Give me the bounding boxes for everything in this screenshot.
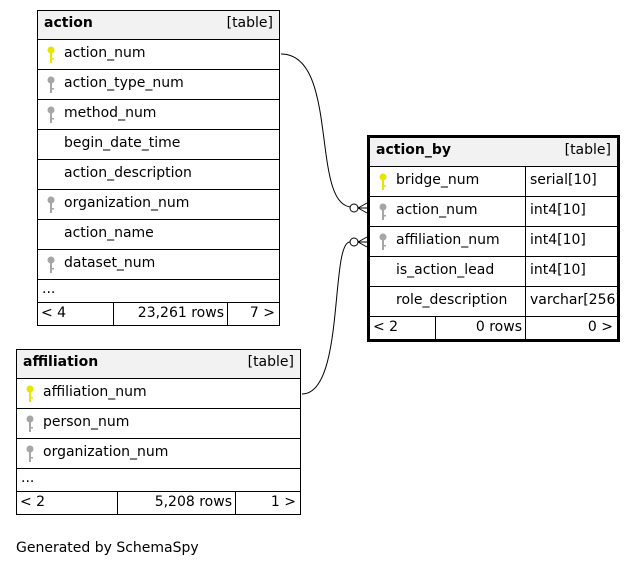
edge-action-to-action-by[interactable]	[280, 53, 353, 208]
row-count: 23,261 rows	[113, 303, 228, 325]
column-type: int4[10]	[530, 202, 586, 218]
table-header: action_by [table]	[370, 138, 617, 167]
column-list: affiliation_num person_num organization_nu…	[17, 379, 300, 469]
foreign-key-icon	[46, 256, 56, 274]
column-row[interactable]: role_description varchar[256]	[370, 287, 621, 317]
foreign-key-icon	[46, 76, 56, 94]
edge-optional-marker	[349, 203, 359, 213]
more-columns: ...	[38, 280, 279, 303]
table-header: action [table]	[38, 11, 279, 40]
column-type: int4[10]	[530, 232, 586, 248]
column-row[interactable]: begin_date_time	[38, 130, 279, 160]
column-row[interactable]: action_num	[38, 40, 279, 70]
column-row[interactable]: bridge_num serial[10]	[370, 167, 617, 197]
column-name: organization_num	[64, 195, 190, 211]
foreign-key-icon	[25, 445, 35, 463]
column-name: action_num	[64, 45, 146, 61]
children-count[interactable]: 1 >	[235, 492, 300, 514]
column-row[interactable]: is_action_lead int4[10]	[370, 257, 617, 287]
children-count[interactable]: 7 >	[227, 303, 279, 325]
column-name: affiliation_num	[43, 384, 147, 400]
edge-optional-marker	[349, 237, 359, 247]
parents-count[interactable]: < 2	[20, 494, 46, 510]
edge-affiliation-to-action-by[interactable]	[301, 241, 351, 395]
column-name: person_num	[43, 414, 130, 430]
column-row[interactable]: person_num	[17, 409, 300, 439]
table-footer: < 4 23,261 rows 7 >	[38, 303, 279, 325]
foreign-key-icon	[25, 415, 35, 433]
table-footer: < 2 0 rows 0 >	[370, 317, 617, 339]
foreign-key-icon	[378, 233, 388, 251]
column-name: action_description	[64, 165, 192, 181]
table-kind: [table]	[226, 15, 273, 31]
column-name: method_num	[64, 105, 157, 121]
column-row[interactable]: action_type_num	[38, 70, 279, 100]
table-action-by[interactable]: action_by [table] bridge_num serial[10] ac…	[367, 135, 621, 342]
column-row[interactable]: organization_num	[17, 439, 300, 469]
column-row[interactable]: affiliation_num int4[10]	[370, 227, 617, 257]
table-name: action_by	[376, 142, 451, 158]
foreign-key-icon	[46, 106, 56, 124]
column-name: affiliation_num	[396, 232, 500, 248]
column-name: begin_date_time	[64, 135, 181, 151]
parents-count[interactable]: < 2	[373, 319, 399, 335]
column-row[interactable]: method_num	[38, 100, 279, 130]
column-type: varchar[256]	[530, 292, 621, 308]
column-type: serial[10]	[530, 172, 597, 188]
table-footer: < 2 5,208 rows 1 >	[17, 492, 300, 514]
edge-crowfoot-marker	[357, 236, 368, 248]
column-row[interactable]: action_name	[38, 220, 279, 250]
primary-key-icon	[25, 385, 35, 403]
table-action[interactable]: action [table] action_num action_type_num…	[37, 10, 280, 326]
column-name: is_action_lead	[396, 262, 495, 278]
table-header: affiliation [table]	[17, 350, 300, 379]
column-name: action_name	[64, 225, 154, 241]
primary-key-icon	[46, 46, 56, 64]
generated-by-caption: Generated by SchemaSpy	[16, 540, 199, 556]
column-name: bridge_num	[396, 172, 480, 188]
foreign-key-icon	[46, 196, 56, 214]
table-kind: [table]	[564, 142, 611, 158]
column-name: action_num	[396, 202, 478, 218]
table-kind: [table]	[247, 354, 294, 370]
column-row[interactable]: action_num int4[10]	[370, 197, 617, 227]
primary-key-icon	[378, 173, 388, 191]
more-columns: ...	[17, 469, 300, 492]
column-name: action_type_num	[64, 75, 184, 91]
column-row[interactable]: affiliation_num	[17, 379, 300, 409]
children-count[interactable]: 0 >	[525, 317, 617, 339]
foreign-key-icon	[378, 203, 388, 221]
column-row[interactable]: dataset_num	[38, 250, 279, 280]
column-row[interactable]: organization_num	[38, 190, 279, 220]
column-name: organization_num	[43, 444, 169, 460]
parents-count[interactable]: < 4	[41, 305, 67, 321]
table-name: action	[44, 15, 93, 31]
row-count: 5,208 rows	[117, 492, 236, 514]
table-name: affiliation	[23, 354, 99, 370]
column-name: dataset_num	[64, 255, 156, 271]
column-row[interactable]: action_description	[38, 160, 279, 190]
edge-crowfoot-marker	[357, 202, 368, 214]
column-name: role_description	[396, 292, 508, 308]
row-count: 0 rows	[435, 317, 526, 339]
column-type: int4[10]	[530, 262, 586, 278]
